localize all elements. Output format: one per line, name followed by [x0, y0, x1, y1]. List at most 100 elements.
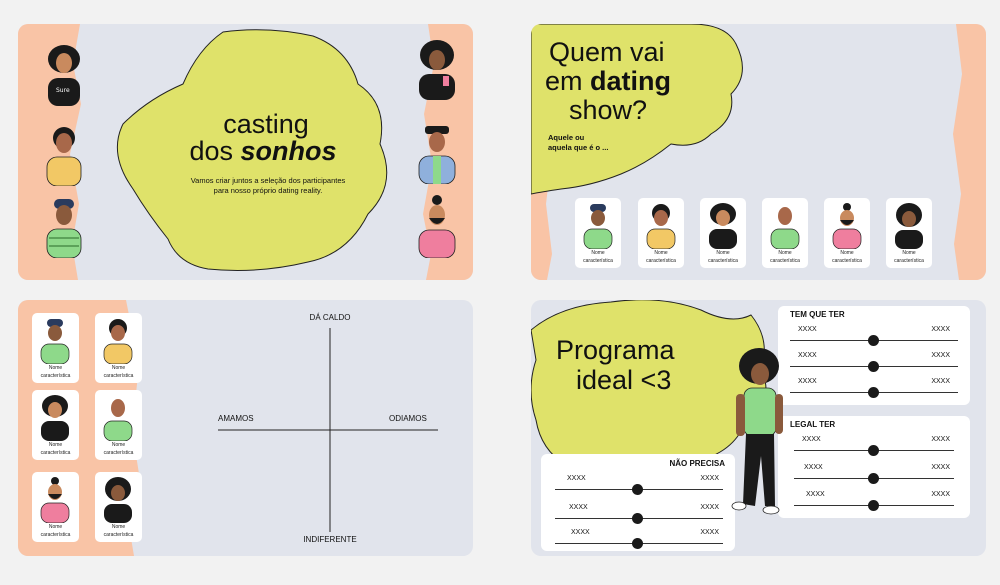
person-standing-illustration — [731, 348, 783, 515]
slider-handle[interactable] — [632, 484, 643, 495]
person-illustration — [646, 204, 676, 249]
axis-label-top: DÁ CALDO — [309, 313, 351, 322]
card-name: Nome — [111, 442, 126, 448]
axis-label-bottom: INDIFERENTE — [303, 535, 357, 544]
person-illustration — [418, 126, 456, 184]
slider-label-right: XXXX — [931, 464, 950, 471]
slider-label-right: XXXX — [931, 326, 950, 333]
slide2-title-line1: Quem vai — [549, 37, 665, 67]
person-illustration — [40, 319, 70, 364]
person-illustration — [46, 127, 82, 186]
slider-handle[interactable] — [868, 445, 879, 456]
card-name: Nome — [716, 250, 730, 256]
slider-handle[interactable] — [868, 387, 879, 398]
slide1-title-sonhos: sonhos — [240, 136, 337, 166]
slide2-title-dating: dating — [590, 66, 672, 96]
person-illustration — [419, 40, 455, 100]
slide2-title-line3: show? — [569, 95, 648, 125]
svg-text:Sure: Sure — [56, 87, 70, 94]
participant-card[interactable]: Nome característica — [95, 313, 142, 383]
card-caption: característica — [40, 532, 71, 538]
slider-handle[interactable] — [632, 538, 643, 549]
person-illustration — [418, 195, 456, 258]
card-name: Nome — [48, 442, 63, 448]
participant-card[interactable]: Nome característica — [32, 390, 79, 460]
participant-card[interactable]: Nome característica — [32, 472, 79, 542]
slide3-background — [18, 300, 438, 556]
card-caption: característica — [40, 450, 71, 456]
slider-row[interactable]: XXXX XXXX — [778, 433, 970, 459]
slider-label-left: XXXX — [569, 504, 588, 511]
person-illustration — [583, 204, 613, 249]
slide1-subtitle: Vamos criar juntos a seleção dos partici… — [190, 176, 346, 195]
slide2-title-em: em — [545, 66, 591, 96]
participant-card[interactable]: Nome característica — [575, 198, 621, 268]
slider-row[interactable]: XXXX XXXX — [541, 501, 735, 527]
card-name: Nome — [111, 524, 126, 530]
card-caption: característica — [40, 373, 71, 379]
slider-handle[interactable] — [868, 500, 879, 511]
participant-card[interactable]: Nome característica — [95, 472, 142, 542]
slider-label-left: XXXX — [802, 436, 821, 443]
participant-card[interactable]: Nome característica — [32, 313, 79, 383]
slider-label-right: XXXX — [931, 491, 950, 498]
participant-card[interactable]: Nome característica — [95, 390, 142, 460]
slider-label-right: XXXX — [700, 475, 719, 482]
card-caption: característica — [894, 258, 924, 264]
slide2-title-line2: em dating — [545, 67, 695, 96]
slider-handle[interactable] — [868, 335, 879, 346]
panel-title: NÃO PRECISA — [669, 459, 725, 468]
person-illustration — [104, 477, 132, 523]
slider-label-right: XXXX — [931, 436, 950, 443]
person-illustration: Sure — [48, 45, 80, 106]
slide-quem-vai-em-dating-show[interactable]: Quem vai em dating show? Aquele ou aquel… — [531, 24, 986, 280]
slider-handle[interactable] — [868, 473, 879, 484]
card-name: Nome — [902, 250, 916, 256]
slide1-title-line1: casting — [223, 109, 309, 139]
slide2-background — [531, 24, 986, 280]
slide-quadrant-matrix[interactable]: DÁ CALDO INDIFERENTE AMAMOS ODIAMOS Nome… — [18, 300, 473, 556]
slide1-title-dos: dos — [189, 136, 241, 166]
card-name: Nome — [778, 250, 792, 256]
person-illustration — [895, 203, 923, 249]
slide4-title-line2: ideal <3 — [576, 365, 672, 395]
slider-handle[interactable] — [868, 361, 879, 372]
card-name: Nome — [111, 365, 126, 371]
participant-card[interactable]: Nome característica — [638, 198, 684, 268]
participant-card[interactable]: Nome característica — [824, 198, 870, 268]
card-name: Nome — [840, 250, 854, 256]
slider-row[interactable]: XXXX XXXX — [778, 375, 970, 401]
slide-casting-dos-sonhos[interactable]: casting dos sonhos Vamos criar juntos a … — [18, 24, 473, 280]
card-caption: característica — [646, 258, 676, 264]
slider-label-left: XXXX — [798, 378, 817, 385]
slider-label-left: XXXX — [798, 326, 817, 333]
card-name: Nome — [591, 250, 605, 256]
card-name: Nome — [48, 365, 63, 371]
slider-label-right: XXXX — [700, 504, 719, 511]
axis-label-left: AMAMOS — [218, 414, 254, 423]
slider-handle[interactable] — [632, 513, 643, 524]
panel-title: TEM QUE TER — [790, 310, 845, 319]
slider-label-left: XXXX — [798, 352, 817, 359]
participant-card[interactable]: Nome característica — [886, 198, 932, 268]
slider-label-right: XXXX — [931, 378, 950, 385]
card-caption: característica — [103, 450, 134, 456]
card-caption: característica — [832, 258, 862, 264]
participant-card[interactable]: Nome característica — [762, 198, 808, 268]
person-illustration — [46, 199, 82, 258]
slider-row[interactable]: XXXX XXXX — [778, 323, 970, 349]
person-illustration — [709, 203, 737, 249]
card-caption: característica — [103, 532, 134, 538]
participant-card[interactable]: Nome característica — [700, 198, 746, 268]
card-caption: característica — [708, 258, 738, 264]
panel-title: LEGAL TER — [790, 420, 836, 429]
